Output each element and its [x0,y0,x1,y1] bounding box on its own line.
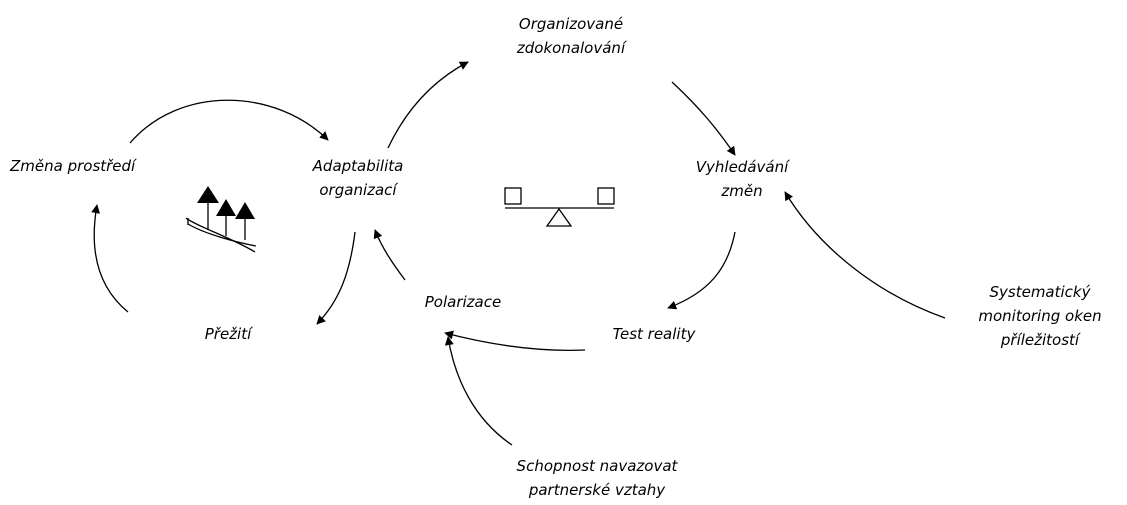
node-polarizace: Polarizace [425,290,501,314]
node-organizovane: Organizované zdokonalování [517,12,625,60]
arrow-adaptabilita-to-preziti [316,231,356,325]
node-preziti: Přežití [205,322,252,346]
node-vyhledavani-line-1: Vyhledávání [695,158,789,176]
node-test-reality-line-1: Test reality [612,325,696,343]
node-organizovane-line-1: Organizované [518,15,624,33]
node-zmena-prostredi: Změna prostředí [10,154,135,178]
node-systematicky-line-3: příležitostí [1000,331,1080,349]
balance-seesaw-icon [504,187,615,227]
arrow-vyhledavani-to-test [667,231,736,310]
node-adaptabilita-line-1: Adaptabilita [312,157,404,175]
arrow-systematicky-to-vyhledavani [784,191,946,319]
node-polarizace-line-1: Polarizace [424,293,502,311]
node-schopnost-line-1: Schopnost navazovat [516,457,678,475]
arrow-polarizace-to-adaptabilita [373,229,406,281]
arrow-preziti-to-zmena [91,204,129,313]
node-organizovane-line-2: zdokonalování [516,39,626,57]
arrow-organizovane-to-vyhledavani [671,81,736,156]
node-zmena-prostredi-line-1: Změna prostředí [10,157,136,175]
arrow-schopnost-to-polarizace [444,336,513,446]
node-systematicky-line-2: monitoring oken [978,307,1102,325]
node-adaptabilita-line-2: organizací [319,181,397,199]
node-vyhledavani-line-2: změn [721,182,763,200]
arrow-adaptabilita-to-organizovane [387,61,469,149]
trees-on-slope-icon [185,186,257,253]
node-adaptabilita: Adaptabilita organizací [313,154,404,202]
node-systematicky-line-1: Systematický [989,283,1091,301]
node-systematicky: Systematický monitoring oken příležitost… [978,280,1101,352]
node-preziti-line-1: Přežití [204,325,252,343]
node-vyhledavani: Vyhledávání změn [696,155,789,203]
node-test-reality: Test reality [613,322,696,346]
node-schopnost-line-2: partnerské vztahy [528,481,666,499]
arrow-zmena-to-adaptabilita [129,99,329,144]
arrow-test-to-polarizace [444,330,586,351]
node-schopnost: Schopnost navazovat partnerské vztahy [517,454,678,502]
